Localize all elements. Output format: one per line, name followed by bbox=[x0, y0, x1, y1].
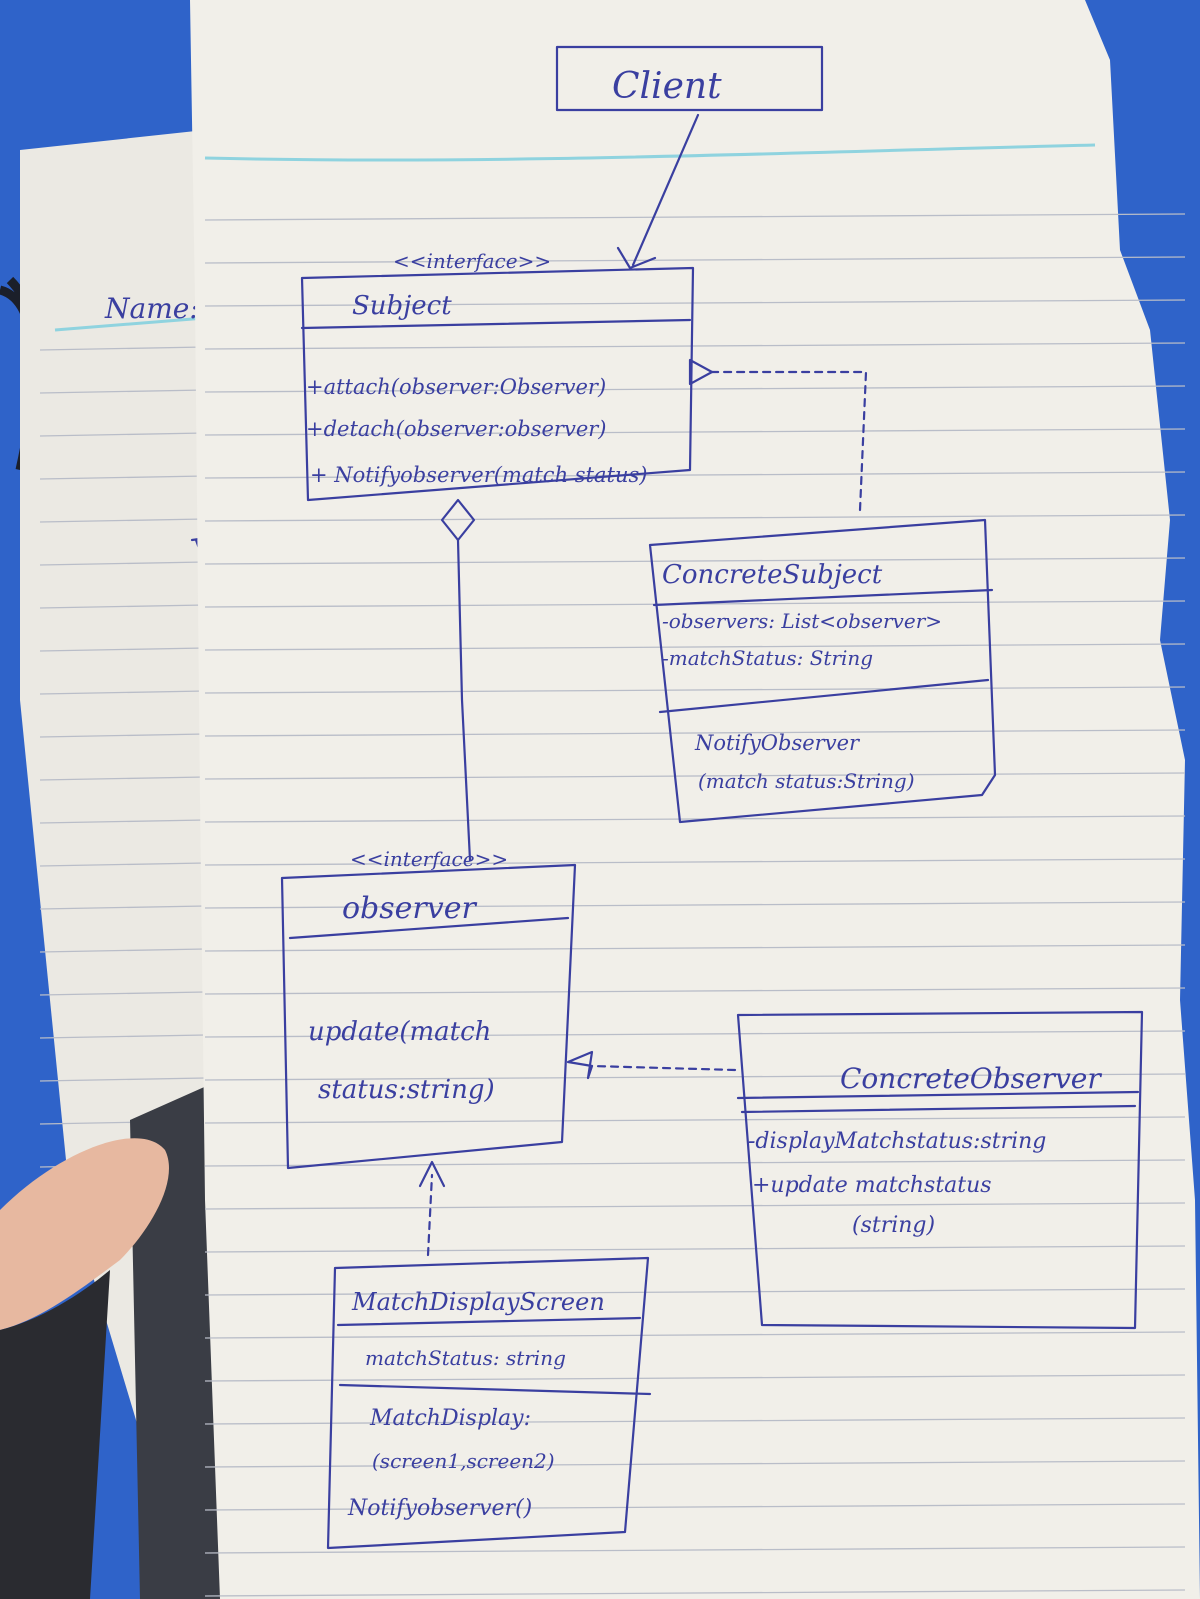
concrete-observer-line: (string) bbox=[852, 1213, 935, 1238]
ruled-line bbox=[204, 299, 1186, 307]
client-class: Client bbox=[555, 45, 824, 112]
match-display-title: MatchDisplayScreen bbox=[351, 1288, 605, 1316]
ruled-line bbox=[39, 389, 206, 394]
ruled-line bbox=[204, 1546, 1186, 1554]
finger bbox=[0, 1138, 169, 1330]
concrete-subject-attribute: -matchStatus: String bbox=[662, 646, 873, 670]
ruled-line bbox=[204, 1589, 1186, 1597]
ruled-line bbox=[39, 432, 206, 437]
ruled-line bbox=[204, 213, 1186, 221]
concrete-subject-title: ConcreteSubject bbox=[662, 560, 883, 590]
ruled-line bbox=[39, 1034, 206, 1039]
margin-line bbox=[54, 316, 206, 332]
concrete-observer-realization bbox=[566, 1050, 737, 1080]
ruled-line bbox=[204, 1503, 1186, 1511]
concrete-observer-line: -displayMatchstatus:string bbox=[748, 1129, 1046, 1154]
concrete-observer-title: ConcreteObserver bbox=[840, 1062, 1102, 1095]
observer-title: observer bbox=[342, 891, 477, 926]
main-sheet bbox=[190, 0, 1200, 1599]
ruled-line bbox=[204, 385, 1186, 393]
match-display-method: (screen1,screen2) bbox=[372, 1449, 555, 1473]
subject-stereotype: <<interface>> bbox=[393, 249, 551, 273]
ruled-line bbox=[204, 772, 1186, 780]
ruled-line bbox=[204, 1030, 1186, 1038]
ruled-line bbox=[39, 604, 206, 609]
ruled-line bbox=[39, 862, 206, 867]
client-to-subject-arrow bbox=[616, 113, 700, 270]
ruled-line bbox=[204, 471, 1186, 479]
ruled-line bbox=[39, 819, 206, 824]
ruled-line bbox=[204, 987, 1186, 995]
subject-observer-aggregation bbox=[440, 498, 476, 862]
concrete-observer-class: ConcreteObserver -displayMatchstatus:str… bbox=[736, 1010, 1144, 1330]
concrete-subject-method: NotifyObserver bbox=[694, 731, 861, 755]
ruled-line bbox=[204, 643, 1186, 651]
ruled-line bbox=[204, 944, 1186, 952]
ruled-line bbox=[39, 518, 206, 523]
subject-interface: <<interface>> Subject +attach(observer:O… bbox=[300, 249, 695, 502]
match-display-screen-class: MatchDisplayScreen matchStatus: string M… bbox=[326, 1256, 652, 1550]
ruled-line bbox=[204, 1288, 1186, 1296]
ruled-line bbox=[204, 428, 1186, 436]
subject-title: Subject bbox=[352, 291, 452, 321]
ruled-line bbox=[204, 686, 1186, 694]
ruled-line bbox=[204, 1417, 1186, 1425]
ruled-line bbox=[39, 690, 206, 695]
ruled-line bbox=[39, 948, 206, 953]
ruled-line bbox=[204, 256, 1186, 264]
ruled-line bbox=[204, 729, 1186, 737]
ruled-line bbox=[204, 1116, 1186, 1124]
ruled-line bbox=[39, 733, 206, 738]
ruled-line bbox=[204, 1159, 1186, 1167]
ruled-line bbox=[204, 901, 1186, 909]
concrete-observer-line: +update matchstatus bbox=[752, 1173, 992, 1198]
match-display-method: MatchDisplay: bbox=[369, 1406, 531, 1431]
margin-line bbox=[204, 143, 1096, 162]
ruled-line bbox=[204, 1374, 1186, 1382]
observer-method: status:string) bbox=[318, 1075, 495, 1105]
ruled-line bbox=[204, 514, 1186, 522]
client-title: Client bbox=[612, 66, 722, 107]
ruled-line bbox=[39, 905, 206, 910]
match-display-method: Notifyobserver() bbox=[347, 1496, 532, 1521]
concrete-subject-realization bbox=[688, 358, 868, 512]
ruled-line bbox=[39, 1077, 206, 1082]
observer-stereotype: <<interface>> bbox=[350, 847, 508, 871]
concrete-subject-class: ConcreteSubject -observers: List<observe… bbox=[648, 518, 997, 824]
concrete-subject-method: (match status:String) bbox=[698, 769, 915, 793]
ruled-line bbox=[39, 346, 206, 351]
match-display-attribute: matchStatus: string bbox=[365, 1346, 566, 1370]
ruled-line bbox=[204, 1331, 1186, 1339]
ruled-line bbox=[204, 815, 1186, 823]
ruled-line bbox=[204, 1460, 1186, 1468]
match-display-realization bbox=[418, 1160, 446, 1257]
ruled-line bbox=[204, 557, 1186, 565]
ruled-line bbox=[204, 342, 1186, 350]
concrete-subject-attribute: -observers: List<observer> bbox=[662, 609, 942, 633]
ruled-line bbox=[39, 776, 206, 781]
ruled-line bbox=[39, 647, 206, 652]
observer-interface: <<interface>> observer update(match stat… bbox=[280, 847, 577, 1170]
ruled-line bbox=[204, 1245, 1186, 1253]
name-label: Name: bbox=[104, 292, 199, 325]
ruled-line bbox=[204, 1073, 1186, 1081]
ruled-line bbox=[39, 561, 206, 566]
ruled-line bbox=[204, 1202, 1186, 1210]
subject-method: +attach(observer:Observer) bbox=[306, 375, 606, 399]
ruled-line bbox=[39, 475, 206, 480]
subject-method: + Notifyobserver(match status) bbox=[310, 463, 647, 487]
ruled-line bbox=[39, 991, 206, 996]
ruled-line bbox=[204, 858, 1186, 866]
observer-method: update(match bbox=[308, 1017, 491, 1047]
subject-method: +detach(observer:observer) bbox=[306, 417, 607, 441]
